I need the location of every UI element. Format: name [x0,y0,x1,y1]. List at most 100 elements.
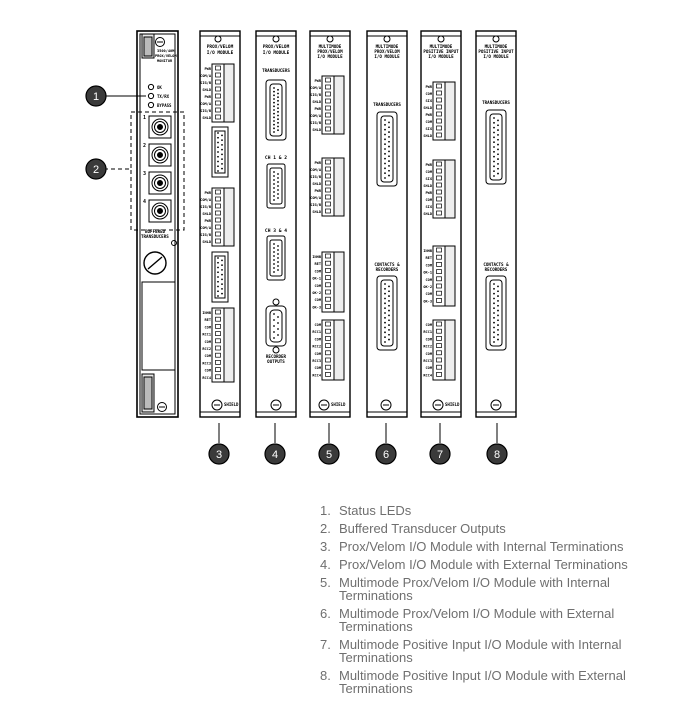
terminal-label: SHLD [202,88,211,92]
module-6-top-screw-icon [383,35,391,43]
module-7-terminal-block-4 [432,319,456,381]
module-3-bottom-screw-icon [211,399,223,411]
connector-pin [497,300,499,302]
terminal-label: COM/A [310,168,322,172]
connector-pin [277,334,279,336]
terminal-screw [215,367,221,372]
terminal-label: SIG [426,127,433,131]
connector-pin [384,167,386,170]
monitor-title-3: MONITOR [157,59,173,63]
terminal-screw [325,180,331,186]
terminal-label: COM [315,269,322,273]
led-txrx-icon [147,92,155,100]
connector-pin [388,160,390,162]
connector-pin [221,283,223,286]
terminal-label: COM [426,263,433,267]
legend-item: 7.Multimode Positive Input I/O Module wi… [320,638,680,664]
connector-pin [273,191,275,193]
connector-pin [493,146,495,148]
connector-pin [221,259,223,262]
module-3-top-screw-icon [214,35,222,43]
module-4-label-outputs: OUTPUTS [267,359,285,364]
terminal-screw [436,125,442,131]
connector-pin [273,319,275,321]
callout-7: 7 [429,443,451,465]
connector-pin [493,175,495,177]
module-3-title-1: PROX/VELOM [207,44,234,50]
terminal-screw [325,166,331,172]
module-3-dsub-2 [211,251,229,303]
terminal-label: OK-1 [312,277,321,281]
bnc-num-1: 1 [143,115,146,121]
terminal-screw [325,201,331,207]
terminal-label: PWR [205,67,212,71]
terminal-label: PWR [315,161,322,165]
legend-item: 6.Multimode Prox/Velom I/O Module with E… [320,607,680,633]
terminal-screw [436,182,442,188]
connector-pin [273,105,275,108]
connector-pin [273,199,275,201]
connector-pin [217,271,219,274]
connector-pin [277,92,279,95]
module-4-dsub-ch12 [266,163,286,209]
bently-logo-icon [143,251,167,275]
connector-pin [273,101,275,104]
connector-pin [273,116,275,119]
connector-pin [493,331,495,334]
connector-pin [497,153,499,156]
terminal-screw [215,224,221,230]
connector-pin [273,263,275,265]
terminal-label: SIG/B [200,109,212,113]
connector-pin [388,165,390,167]
terminal-label: COM [426,170,433,174]
connector-pin [277,249,279,251]
terminal-label: COM [426,278,433,282]
connector-pin [388,338,390,341]
connector-pin [221,153,223,156]
connector-pin [388,304,390,307]
terminal-screw [325,91,331,97]
terminal-label: COM [426,198,433,202]
bnc-num-2: 2 [143,143,146,149]
module-6-dsub-contacts [376,275,398,351]
connector-pin [497,290,499,293]
legend-item: 2.Buffered Transducer Outputs [320,522,680,535]
connector-pin [384,123,386,126]
terminal-label: RCC3 [423,359,432,363]
connector-pin [273,94,275,97]
legend-item: 5.Multimode Prox/Velom I/O Module with I… [320,576,680,602]
terminal-screw [325,372,331,377]
connector-pin [493,312,495,314]
terminal-screw [436,189,442,195]
connector-pin [497,148,499,151]
module-7-title-1: MULTIMODE [430,44,453,49]
legend-text: Prox/Velom I/O Module with External Term… [339,557,628,572]
connector-pin [273,98,275,100]
module-8-bottom-screw-icon [490,399,502,411]
terminal-screw [215,196,221,202]
callout-8-number: 8 [494,449,500,461]
terminal-screw [436,357,442,363]
legend-number: 3. [320,539,331,554]
terminal-screw [436,161,442,167]
connector-pin [277,197,279,199]
legend-text: Prox/Velom I/O Module with Internal Term… [339,539,624,554]
terminal-label: SIG [426,205,433,209]
connector-pin [221,143,223,146]
connector-pin [497,324,499,326]
terminal-label: RCC3 [202,361,211,365]
terminal-screw [436,111,442,117]
connector-pin [277,118,279,121]
terminal-screw [436,328,442,334]
connector-pin [273,259,275,261]
connector-pin [221,162,223,165]
terminal-label: COM [315,323,322,327]
callout-5: 5 [318,443,340,465]
legend-text: Status LEDs [339,503,412,518]
connector-pin [388,131,390,133]
module-3-terminal-block-3 [211,307,235,383]
terminal-label: COM [426,352,433,356]
terminal-screw [215,86,221,92]
terminal-screw [215,114,221,120]
terminal-label: SHLD [312,100,321,104]
